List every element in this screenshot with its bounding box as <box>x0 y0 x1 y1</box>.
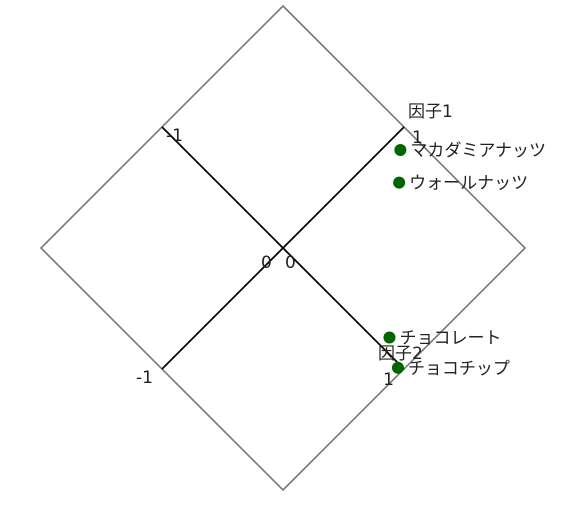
factor2-tick-min: -1 <box>166 126 183 146</box>
factor2-tick-max: 1 <box>383 370 394 390</box>
data-point-4 <box>394 143 407 156</box>
data-point-1 <box>391 361 404 374</box>
factor2-axis-label: 因子2 <box>378 344 423 364</box>
factor2-axis-line <box>161 126 405 370</box>
data-point-3 <box>393 176 406 189</box>
data-point-2 <box>383 331 396 344</box>
factor1-tick-zero: 0 <box>285 253 296 273</box>
factor2-tick-zero: 0 <box>261 253 272 273</box>
factor1-axis-label: 因子1 <box>408 102 453 122</box>
data-point-label-1: チョコチップ <box>408 359 510 379</box>
data-point-label-2: チョコレート <box>399 329 501 349</box>
data-point-label-3: ウォールナッツ <box>409 174 528 194</box>
plot-frame <box>39 4 527 492</box>
factor1-tick-min: -1 <box>136 368 153 388</box>
data-point-label-4: マカダミアナッツ <box>410 141 546 161</box>
factor1-tick-max: 1 <box>412 128 423 148</box>
